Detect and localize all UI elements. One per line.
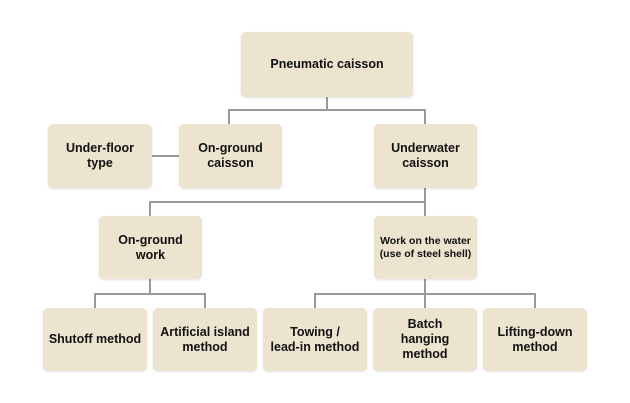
node-shutoff-method: Shutoff method [43,308,147,371]
node-work-on-the-water: Work on the water (use of steel shell) [374,216,477,279]
node-pneumatic-caisson: Pneumatic caisson [241,32,413,97]
node-on-ground-caisson: On-ground caisson [179,124,282,188]
node-lifting-down-method: Lifting-down method [483,308,587,371]
node-artificial-island-method: Artificial island method [153,308,257,371]
node-batch-hanging-method: Batch hanging method [373,308,477,371]
node-under-floor-type: Under-floor type [48,124,152,188]
node-underwater-caisson: Underwater caisson [374,124,477,188]
node-on-ground-work: On-ground work [99,216,202,279]
node-towing-lead-in-method: Towing / lead-in method [263,308,367,371]
